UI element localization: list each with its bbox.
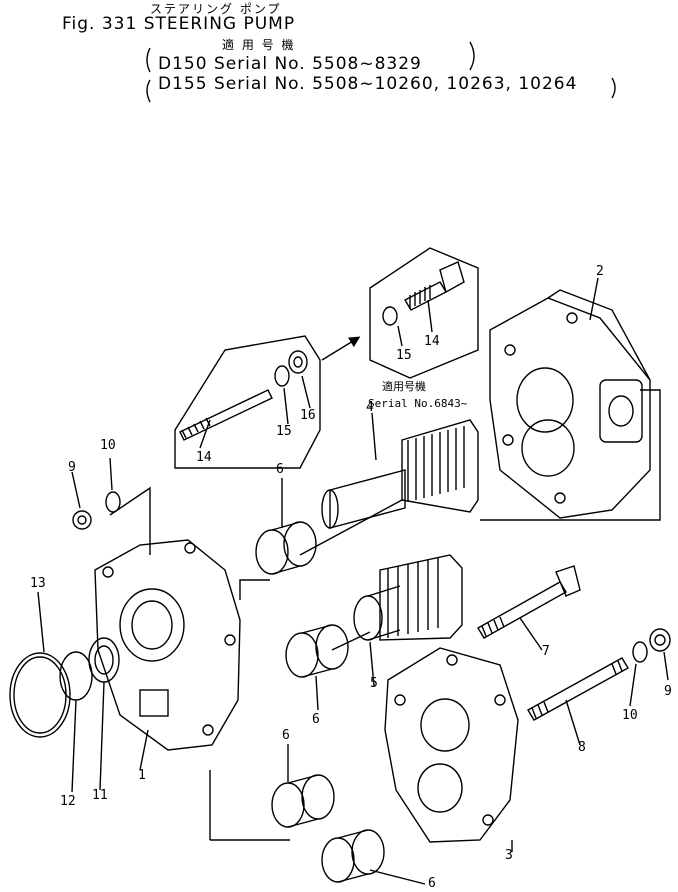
title-kana: ステアリング ポンプ [150, 2, 282, 16]
callout-15: 15 [276, 424, 292, 439]
callout-7: 7 [542, 644, 550, 659]
front-housing-1 [94, 539, 241, 751]
bolt-group-box [174, 335, 321, 469]
callout-9-right: 9 [664, 684, 672, 699]
callout-14: 14 [196, 450, 212, 465]
bearing-11 [88, 637, 120, 683]
snap-ring-12 [59, 651, 93, 701]
callout-5: 5 [370, 676, 378, 691]
callout-8: 8 [578, 740, 586, 755]
callout-3: 3 [505, 848, 513, 863]
bolt-14 [179, 389, 273, 441]
bushing-6-d [321, 829, 385, 883]
callout-11: 11 [92, 788, 108, 803]
applicability-kana: 適 用 号 機 [222, 38, 296, 52]
drive-gear-4 [321, 419, 479, 529]
bolt-7 [477, 565, 581, 639]
callout-6-d: 6 [428, 876, 436, 891]
callout-12: 12 [60, 794, 76, 809]
washer-15 [274, 365, 290, 387]
bracket-left-2 [146, 79, 151, 103]
callout-10-right: 10 [622, 708, 638, 723]
o-ring-13 [9, 652, 71, 738]
bracket-right-2 [611, 77, 616, 99]
nut-16 [288, 350, 308, 374]
callout-1: 1 [138, 768, 146, 783]
bushing-6-b [285, 624, 349, 678]
callout-15-inset: 15 [396, 348, 412, 363]
washer-10-right [632, 641, 648, 663]
driven-gear-5 [353, 554, 463, 641]
washer-10-left [105, 491, 121, 513]
callout-2: 2 [596, 264, 604, 279]
inset-arrow [321, 336, 361, 361]
serial-line-2: D155 Serial No. 5508~10260, 10263, 10264 [158, 74, 578, 94]
callout-6-c: 6 [282, 728, 290, 743]
callout-16: 16 [300, 408, 316, 423]
bracket-left-1 [146, 47, 151, 73]
bolt-14-inset [404, 261, 465, 311]
cover-3 [384, 647, 519, 843]
figure-title: Fig. 331 STEERING PUMP [62, 14, 296, 34]
callout-14-inset: 14 [424, 334, 440, 349]
inset-serial: Serial No.6843~ [368, 397, 468, 410]
bracket-right-1 [469, 41, 475, 71]
callout-10-left: 10 [100, 438, 116, 453]
callout-4: 4 [366, 400, 374, 415]
callout-6-b: 6 [312, 712, 320, 727]
callout-6-a: 6 [276, 462, 284, 477]
bushing-6-c [271, 774, 335, 828]
callout-9-left: 9 [68, 460, 76, 475]
nut-9-left [72, 510, 92, 530]
inset-applicability-kana: 適用号機 [382, 380, 426, 393]
washer-15-inset [382, 306, 398, 326]
stud-8 [527, 657, 629, 721]
nut-9-right [649, 628, 671, 652]
serial-line-1: D150 Serial No. 5508~8329 [158, 54, 422, 74]
rear-housing-2 [489, 289, 651, 519]
callout-13: 13 [30, 576, 46, 591]
inset-box [369, 247, 479, 379]
bushing-6-a [255, 521, 317, 575]
